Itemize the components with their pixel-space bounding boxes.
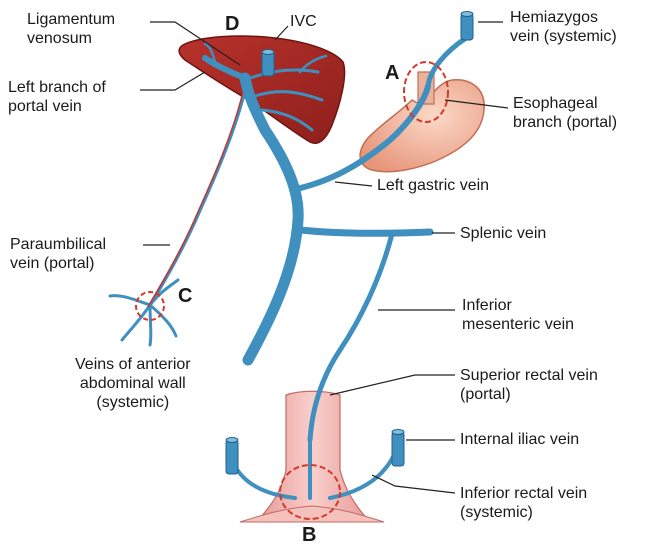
leader-left-gastric — [335, 182, 372, 186]
right-internal-iliac-stump — [392, 430, 404, 467]
site-b-letter: B — [302, 524, 316, 547]
anterior-wall-vein-4 — [122, 305, 150, 340]
left-internal-iliac-stump — [226, 438, 238, 475]
hemiazygos-stump — [461, 12, 473, 41]
paraumbilical-systemic-line — [148, 92, 243, 307]
label-left-branch-portal-vein: Left branch of portal vein — [8, 78, 106, 116]
anterior-wall-vein-1 — [110, 296, 150, 305]
label-splenic-vein: Splenic vein — [460, 224, 546, 243]
label-inferior-rectal-vein: Inferior rectal vein (systemic) — [460, 484, 587, 522]
paraumbilical-vein — [150, 90, 245, 305]
label-paraumbilical-vein: Paraumbilical vein (portal) — [10, 235, 106, 273]
label-internal-iliac-vein: Internal iliac vein — [460, 430, 579, 449]
label-ivc: IVC — [290, 12, 317, 31]
splenic-vein — [300, 230, 430, 233]
leader-ivc — [275, 26, 288, 40]
leader-left-branch — [140, 72, 205, 90]
label-ligamentum-venosum: Ligamentum venosum — [27, 10, 115, 48]
leader-superior-rectal — [330, 375, 455, 395]
site-d-letter: D — [225, 13, 239, 36]
site-c-letter: C — [178, 285, 192, 308]
label-hemiazygos-vein: Hemiazygos vein (systemic) — [510, 8, 617, 46]
label-esophageal-branch: Esophageal branch (portal) — [513, 94, 617, 132]
ivc-stump — [262, 50, 274, 77]
site-a-letter: A — [385, 62, 399, 85]
anterior-wall-vein-5 — [150, 305, 151, 345]
label-superior-rectal-vein: Superior rectal vein (portal) — [460, 366, 598, 404]
label-anterior-abdominal-wall-veins: Veins of anterior abdominal wall (system… — [75, 355, 191, 412]
label-left-gastric-vein: Left gastric vein — [377, 176, 489, 195]
label-inferior-mesenteric-vein: Inferior mesenteric vein — [462, 296, 574, 334]
leader-inferior-rectal — [372, 475, 455, 493]
